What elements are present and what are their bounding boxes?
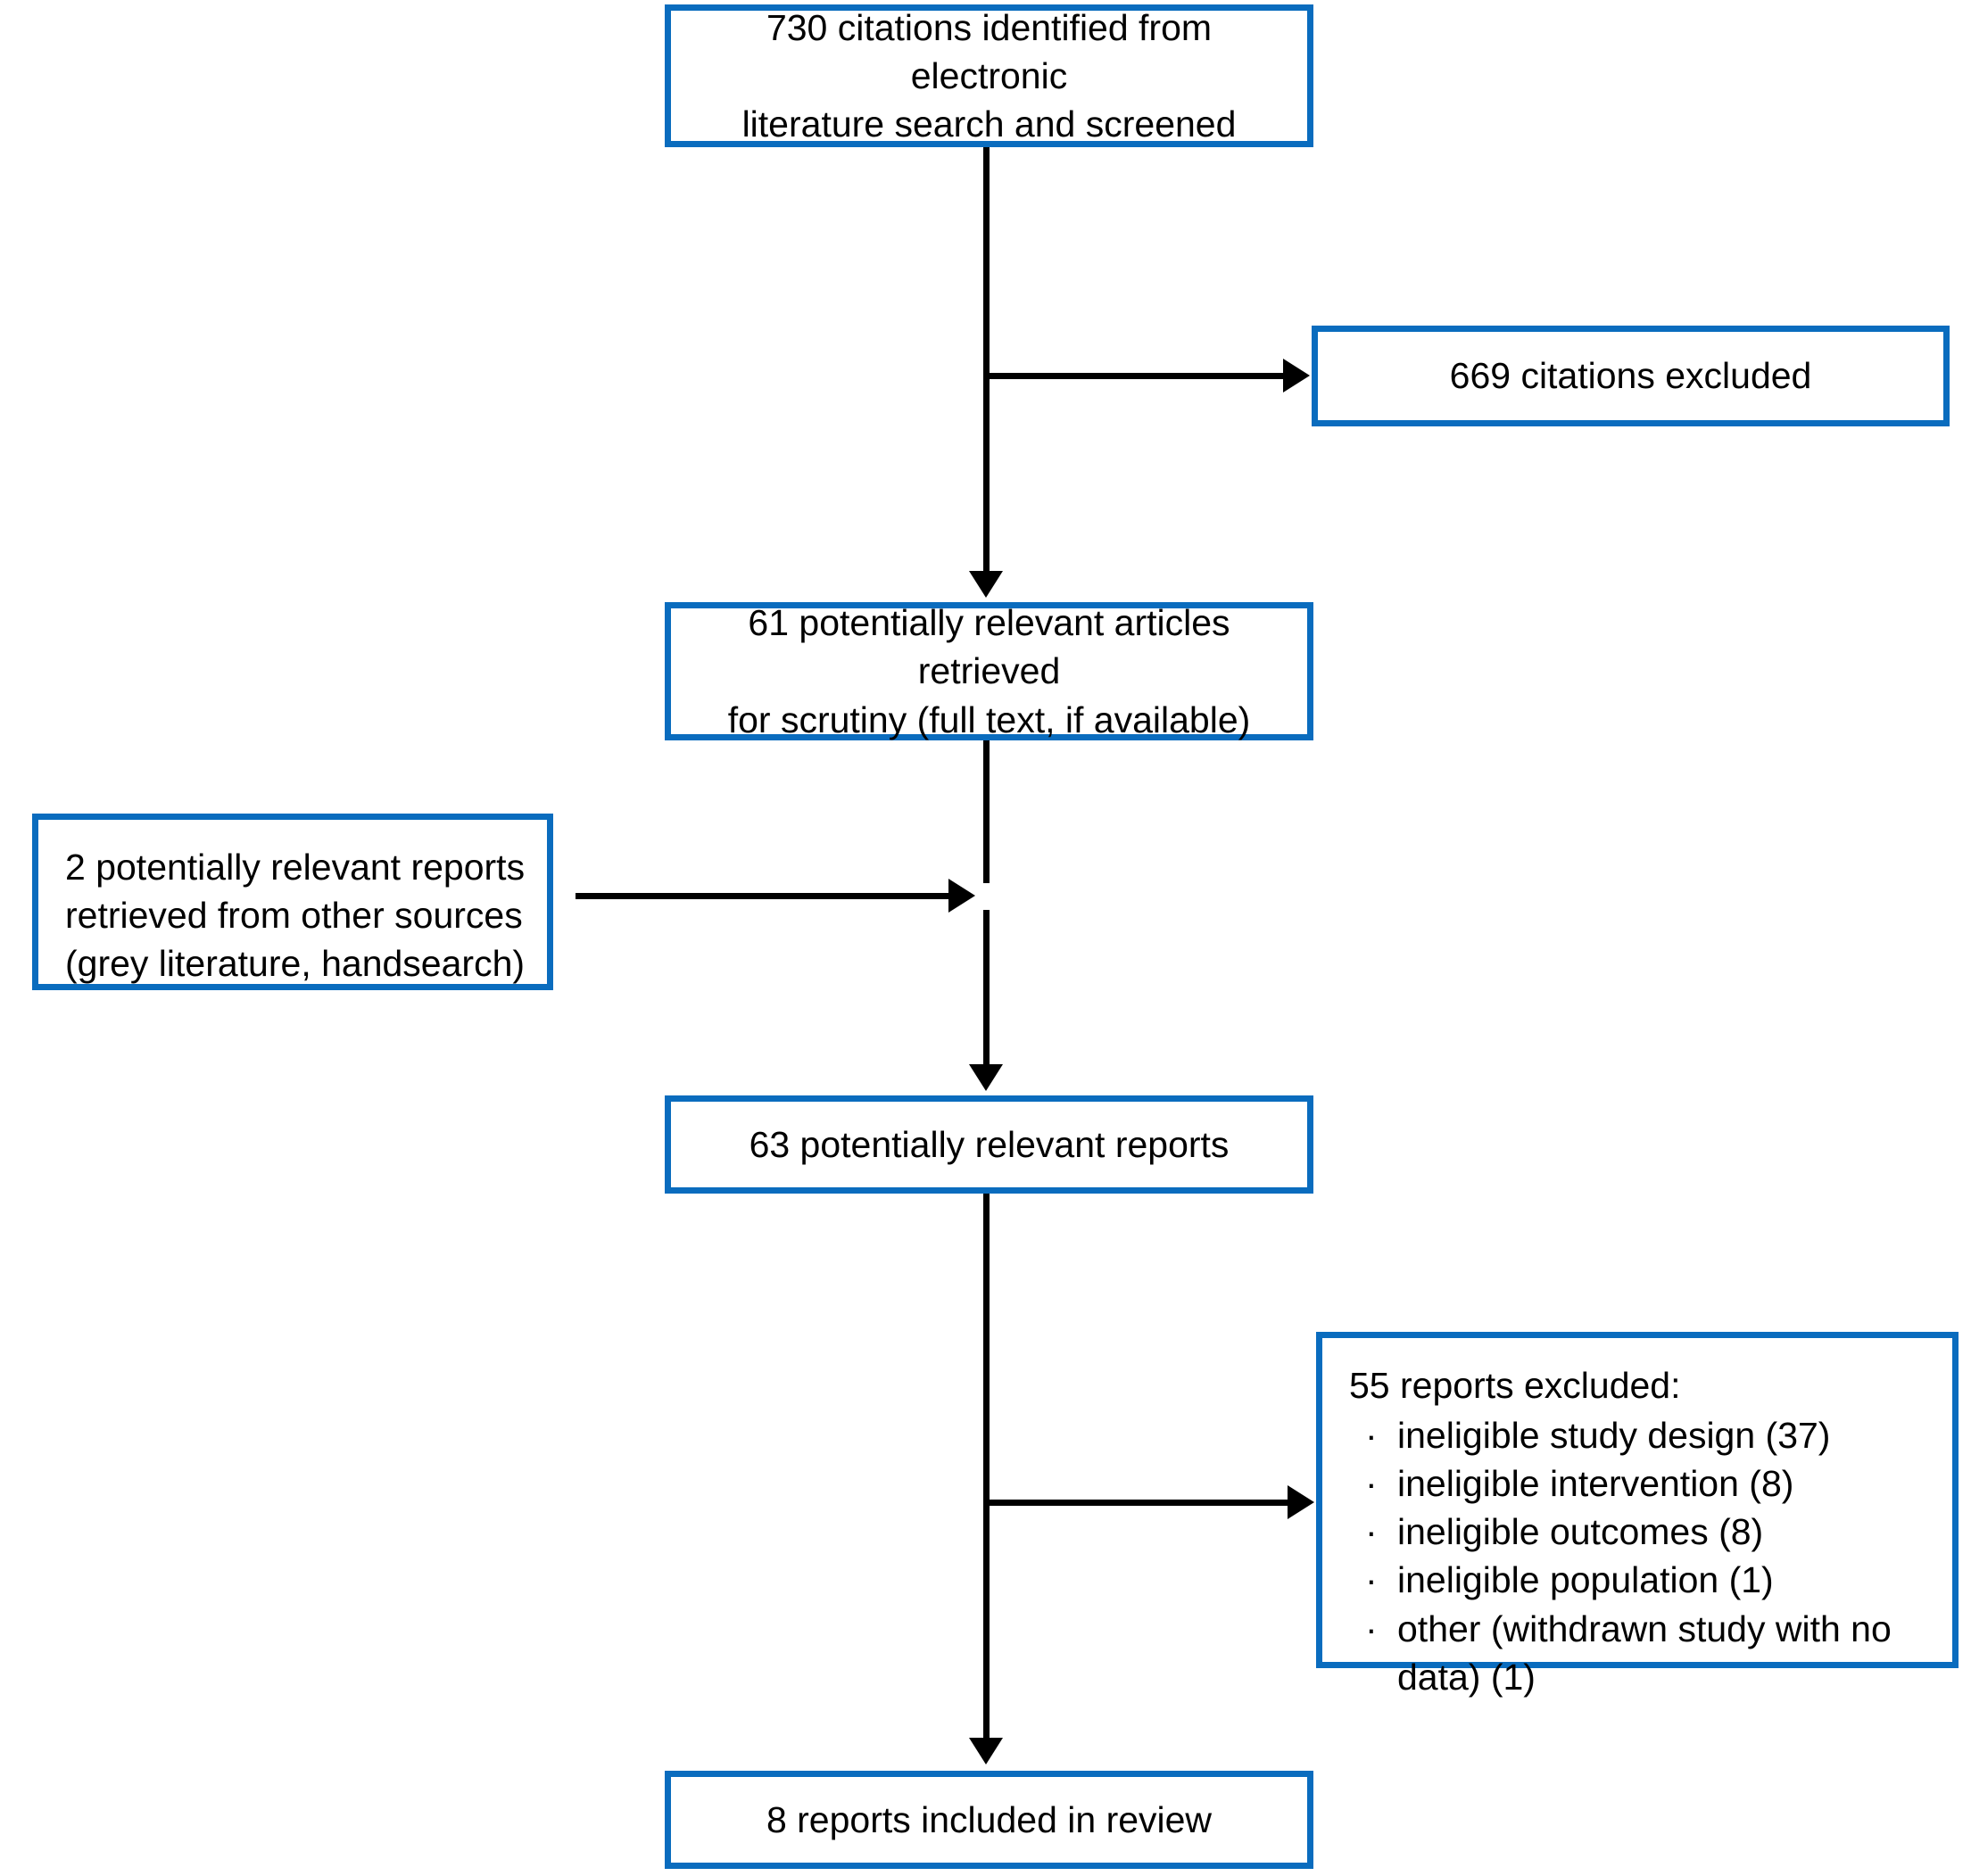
node-citations-excluded-label: 669 citations excluded	[1449, 355, 1812, 397]
node-included: 8 reports included in review	[665, 1771, 1313, 1869]
connector-to-reports-excluded	[983, 1500, 1291, 1506]
arrowhead-into-citations-excluded	[1283, 359, 1310, 393]
connector-identified-to-retrieved-upper	[983, 147, 990, 459]
list-item: · ineligible population (1)	[1349, 1556, 1936, 1604]
connector-to-citations-excluded	[983, 373, 1287, 379]
list-item: · other (withdrawn study with no data) (1…	[1349, 1605, 1936, 1701]
reports-excluded-reason-list: · ineligible study design (37) · ineligibl…	[1349, 1411, 1936, 1701]
bullet-glyph: ·	[1365, 1607, 1378, 1649]
reason-label: ineligible study design (37)	[1397, 1415, 1831, 1457]
node-reports-excluded-heading: 55 reports excluded:	[1349, 1365, 1681, 1406]
bullet-glyph: ·	[1365, 1415, 1378, 1457]
bullet-glyph: ·	[1365, 1463, 1378, 1505]
connector-identified-to-retrieved-lower	[983, 459, 990, 571]
connector-retrieved-to-reports-upper	[983, 740, 990, 883]
reason-label: ineligible outcomes (8)	[1397, 1511, 1764, 1553]
reason-label: other (withdrawn study with no data) (1)	[1397, 1607, 1892, 1698]
bullet-glyph: ·	[1365, 1559, 1378, 1601]
node-citations-excluded: 669 citations excluded	[1312, 326, 1950, 426]
arrowhead-into-reports-excluded	[1288, 1485, 1314, 1519]
connector-other-sources-to-spine	[576, 893, 950, 899]
connector-retrieved-to-reports-lower	[983, 910, 990, 1066]
arrowhead-other-sources-to-spine	[948, 879, 975, 913]
node-other-sources-label: 2 potentially relevant reports retrieved…	[65, 847, 526, 985]
list-item: · ineligible outcomes (8)	[1349, 1508, 1936, 1556]
connector-reports-to-included-lower	[983, 1497, 990, 1738]
node-other-sources: 2 potentially relevant reports retrieved…	[32, 814, 553, 990]
bullet-glyph: ·	[1365, 1511, 1378, 1553]
list-item: · ineligible intervention (8)	[1349, 1459, 1936, 1508]
reason-label: ineligible population (1)	[1397, 1559, 1774, 1601]
arrowhead-into-included	[969, 1738, 1003, 1764]
node-citations-identified-label: 730 citations identified from electronic…	[741, 6, 1237, 145]
arrowhead-into-relevant-reports	[969, 1064, 1003, 1091]
node-relevant-reports-label: 63 potentially relevant reports	[749, 1123, 1230, 1165]
node-relevant-reports: 63 potentially relevant reports	[665, 1095, 1313, 1194]
node-reports-excluded: 55 reports excluded: · ineligible study d…	[1316, 1332, 1959, 1698]
reason-label: ineligible intervention (8)	[1397, 1463, 1794, 1505]
node-included-label: 8 reports included in review	[766, 1798, 1213, 1840]
arrowhead-into-retrieved	[969, 571, 1003, 598]
node-articles-retrieved-label: 61 potentially relevant articles retriev…	[727, 602, 1251, 740]
node-citations-identified: 730 citations identified from electronic…	[665, 4, 1313, 147]
node-articles-retrieved: 61 potentially relevant articles retriev…	[665, 602, 1313, 740]
connector-reports-to-included-upper	[983, 1194, 990, 1497]
list-item: · ineligible study design (37)	[1349, 1411, 1936, 1459]
